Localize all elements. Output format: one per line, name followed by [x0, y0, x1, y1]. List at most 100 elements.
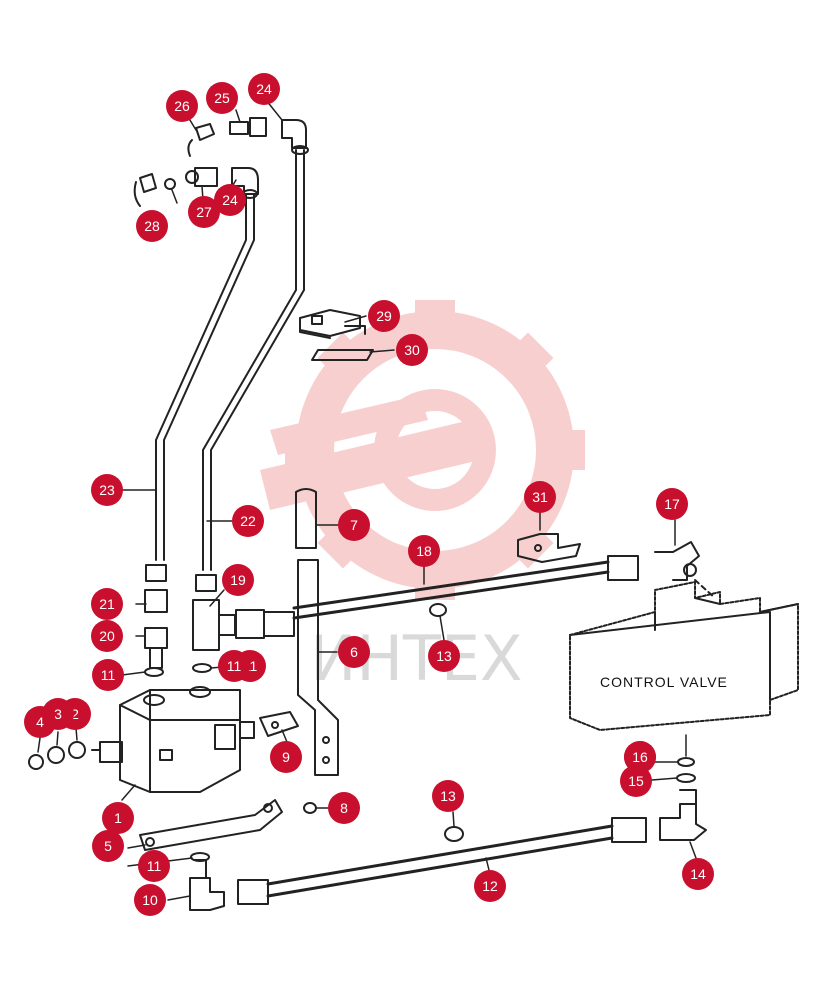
- callout-circle: [474, 870, 506, 902]
- fitting-27-adapter: [185, 167, 218, 187]
- bracket-29: [299, 309, 366, 339]
- callout-4: 4: [24, 706, 56, 738]
- callout-24: 24: [248, 73, 280, 105]
- callout-circle: [232, 505, 264, 537]
- callout-label: 9: [282, 749, 290, 765]
- washer-4: [28, 754, 44, 770]
- callout-circle: [328, 792, 360, 824]
- callout-circle: [222, 564, 254, 596]
- lever-6: [297, 559, 339, 776]
- callout-circle: [408, 535, 440, 567]
- callout-30: 30: [396, 334, 428, 366]
- callout-circle: [682, 858, 714, 890]
- callout-label: 8: [340, 800, 348, 816]
- callout-label: 21: [99, 596, 115, 612]
- callout-11: 11: [138, 850, 170, 882]
- tube-22: [202, 149, 305, 571]
- callout-25: 25: [206, 82, 238, 114]
- callout-24: 24: [214, 184, 246, 216]
- valve-body-1: [91, 686, 255, 793]
- bracket-31: [517, 533, 581, 563]
- elbow-10: [189, 859, 225, 911]
- nut-21: [144, 564, 168, 613]
- callout-6: 6: [338, 636, 370, 668]
- callout-13: 13: [432, 780, 464, 812]
- callout-label: 31: [532, 489, 548, 505]
- callout-label: 1: [114, 810, 122, 826]
- o-ring-11-a: [144, 667, 164, 677]
- callout-23: 23: [91, 474, 123, 506]
- callout-7: 7: [338, 509, 370, 541]
- callout-21: 21: [91, 588, 123, 620]
- callout-label: 29: [376, 308, 392, 324]
- hose-12: [237, 817, 647, 905]
- callout-12: 12: [474, 870, 506, 902]
- o-ring-11-b: [192, 663, 212, 673]
- callout-label: 28: [144, 218, 160, 234]
- callout-1: 1: [102, 802, 134, 834]
- callout-14: 14: [682, 858, 714, 890]
- fitting-25-nipple: [229, 117, 267, 137]
- callout-label: 6: [350, 644, 358, 660]
- callout-circle: [624, 741, 656, 773]
- part-callouts: 1234567891011111111121313141516161718192…: [24, 73, 714, 916]
- control-valve-block: [569, 581, 799, 731]
- callout-circle: [91, 474, 123, 506]
- adapter-20: [144, 627, 168, 669]
- callout-label: 3: [54, 706, 62, 722]
- callout-label: 11: [147, 858, 162, 874]
- callout-circle: [338, 636, 370, 668]
- control-valve-label: CONTROL VALVE: [600, 674, 728, 690]
- callout-label: 22: [240, 513, 256, 529]
- callout-circle: [524, 481, 556, 513]
- o-ring-15: [676, 773, 696, 783]
- plug-28: [133, 173, 157, 207]
- callout-26: 26: [166, 90, 198, 122]
- callout-label: 11: [101, 667, 116, 683]
- callout-circle: [396, 334, 428, 366]
- callout-circle: [91, 588, 123, 620]
- nut-13-upper: [429, 603, 447, 617]
- callout-circle: [428, 640, 460, 672]
- callout-circle: [92, 659, 124, 691]
- callout-circle: [188, 196, 220, 228]
- o-ring-11-c: [190, 852, 210, 862]
- callout-label: 17: [664, 496, 680, 512]
- callout-10: 10: [134, 884, 166, 916]
- callout-17: 17: [656, 488, 688, 520]
- callout-label: 14: [690, 866, 706, 882]
- callout-circle: [432, 780, 464, 812]
- callout-circle: [138, 850, 170, 882]
- callout-16: 16: [624, 741, 656, 773]
- callout-circle: [206, 82, 238, 114]
- callout-label: 23: [99, 482, 115, 498]
- callout-13: 13: [428, 640, 460, 672]
- callout-circle: [24, 706, 56, 738]
- fitting-26-cap: [187, 123, 215, 157]
- callout-label: 11: [227, 658, 242, 674]
- callout-22: 22: [232, 505, 264, 537]
- tee-19: [192, 574, 295, 651]
- callout-label: 13: [440, 788, 456, 804]
- clevis-9: [259, 711, 299, 737]
- callout-circle: [218, 650, 250, 682]
- callout-label: 26: [174, 98, 190, 114]
- callout-circle: [91, 620, 123, 652]
- callout-label: 15: [628, 773, 644, 789]
- leader-lines: [37, 99, 697, 901]
- callout-label: 2: [71, 706, 79, 722]
- callout-label: 13: [436, 648, 452, 664]
- hose-18: [292, 555, 639, 620]
- fitting-24-elbow-top: [281, 119, 309, 155]
- nut-13-lower: [444, 826, 464, 842]
- callout-20: 20: [91, 620, 123, 652]
- callout-label: 18: [416, 543, 432, 559]
- callout-label: 7: [350, 517, 358, 533]
- nut-8: [303, 802, 317, 814]
- callout-circle: [102, 802, 134, 834]
- tube-23: [155, 194, 255, 561]
- callout-circle: [368, 300, 400, 332]
- callout-circle: [656, 488, 688, 520]
- callout-29: 29: [368, 300, 400, 332]
